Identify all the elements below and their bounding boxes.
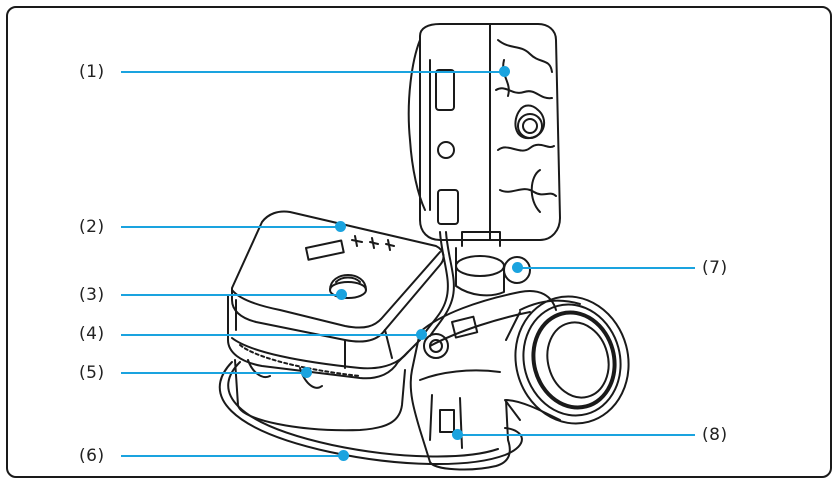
callout-2-leader [121,226,340,228]
callout-5-marker [301,367,312,378]
callout-2-label: (2) [79,217,105,237]
callout-1-leader [121,71,504,73]
callout-7-label: (7) [702,258,728,278]
mount-drawing [455,231,531,297]
callout-4-marker [416,329,427,340]
knob-drawing [329,274,367,299]
callout-8-label: (8) [702,425,728,445]
callout-3-marker [336,289,347,300]
callout-7-marker [512,262,523,273]
case-drawing [227,294,421,432]
callout-2-marker [335,221,346,232]
callout-4-leader [121,334,421,336]
trail-camera-drawing [407,23,561,241]
callout-1-label: (1) [79,62,105,82]
callout-3-leader [121,294,341,296]
callout-3-label: (3) [79,285,105,305]
callout-6-marker [338,450,349,461]
battery-box-drawing [231,210,445,369]
callout-5-label: (5) [79,363,105,383]
camera-drawing [409,290,630,471]
callout-8-leader [457,434,695,436]
callout-1-marker [499,66,510,77]
strap-drawing [218,361,523,465]
callout-4-label: (4) [79,324,105,344]
callout-6-label: (6) [79,446,105,466]
callout-5-leader [121,372,306,374]
callout-6-leader [121,455,343,457]
callout-8-marker [452,429,463,440]
callout-7-leader [517,267,695,269]
